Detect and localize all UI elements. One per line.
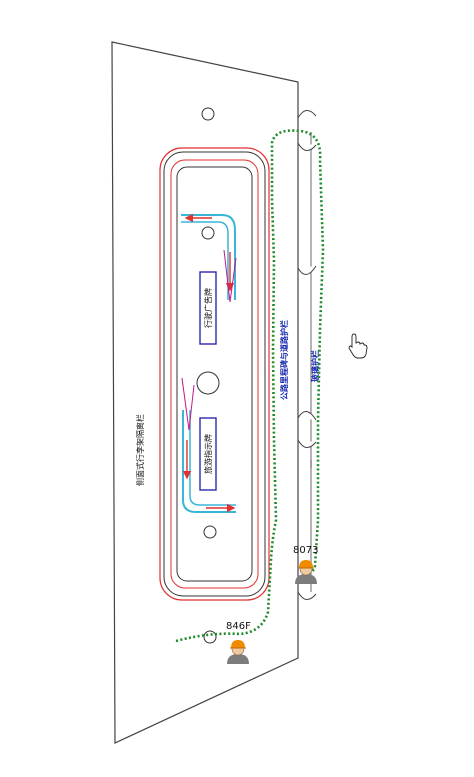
- route-lower: [181, 377, 236, 513]
- track-outer-red: [159, 147, 270, 601]
- track-outer-dark: [163, 151, 266, 597]
- walk-path: [175, 129, 325, 643]
- sign-box-lower: [199, 417, 217, 491]
- wall-bumps: [297, 110, 317, 600]
- hole-inner-top: [201, 226, 215, 240]
- hole-bottom: [203, 630, 217, 644]
- worker-icon: [227, 640, 249, 664]
- platform-edge-label: 侧面式行李架隔离栏: [135, 414, 145, 486]
- hole-top: [201, 107, 215, 121]
- hole-center: [196, 371, 220, 395]
- sign-box-upper: [199, 271, 217, 345]
- sign-box-upper-label: 行驶广告牌: [203, 288, 213, 328]
- sign-box-lower-label: 旅游指示牌: [203, 434, 213, 474]
- worker-id-label: 846F: [226, 621, 251, 632]
- hole-inner-bottom: [203, 525, 217, 539]
- route-upper: [181, 213, 237, 303]
- route-blue-label: 公路里程碑与道路护栏: [279, 320, 289, 400]
- hand-cursor-icon: [348, 333, 368, 359]
- worker-id-label: 8073: [293, 545, 318, 556]
- worker-icon: [295, 560, 317, 584]
- track-inner-red: [170, 159, 259, 589]
- outer-wall-label: 玻璃护栏: [310, 350, 320, 382]
